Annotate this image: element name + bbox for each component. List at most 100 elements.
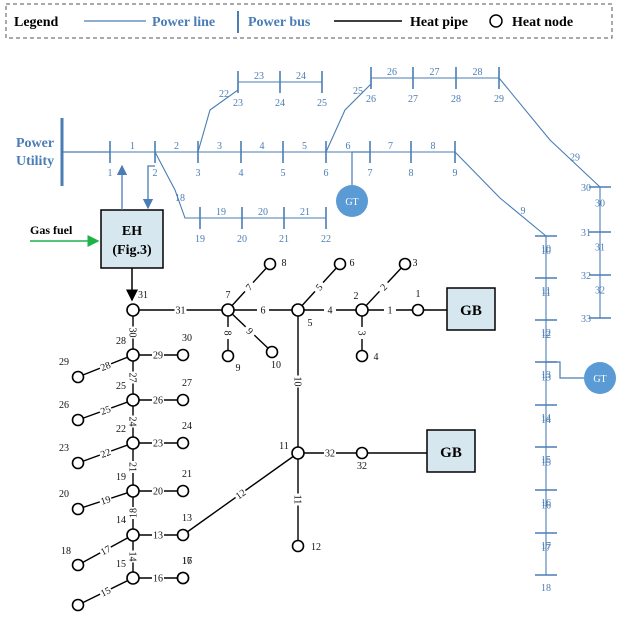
heat-node-15 [126, 571, 140, 585]
power-bus-label: 2 [153, 168, 158, 179]
heat-node-label: 4 [374, 352, 379, 363]
legend-power-line-label: Power line [152, 15, 215, 30]
power-line-label: 6 [346, 141, 351, 152]
heat-pipe-label: 5 [314, 282, 325, 293]
heat-pipe-label-bg [97, 358, 113, 373]
heat-node-9 [221, 349, 235, 363]
heat-pipe-label: 3 [356, 331, 367, 336]
heat-node-label: 11 [279, 441, 289, 452]
gb1-box [446, 287, 496, 331]
heat-pipe-label-bg [310, 278, 327, 295]
power-line-label: 4 [260, 141, 265, 152]
gt1-circle [336, 185, 368, 217]
power-bus-label: 19 [195, 234, 205, 245]
heat-pipe-label: 26 [153, 396, 163, 407]
heat-pipe-label-bg [152, 529, 164, 540]
power-bus-label: 18 [541, 583, 551, 594]
gas-fuel-label: Gas fuel [30, 223, 73, 237]
power-bus-label: 9 [453, 168, 458, 179]
power-bus-label: 11 [541, 286, 551, 297]
heat-pipe-label: 16 [153, 574, 163, 585]
heat-pipe-label: 23 [153, 439, 163, 450]
heat-pipe-label-bg [232, 485, 249, 502]
heat-node-label: 10 [271, 360, 281, 371]
heat-pipe-label: 6 [261, 306, 266, 317]
heat-pipe-label: 11 [292, 495, 303, 505]
power-line-label: 23 [254, 71, 264, 82]
heat-pipe-label: 9 [244, 326, 255, 337]
power-bus-label: 20 [237, 234, 247, 245]
power-line-label: 14 [541, 415, 551, 426]
heat-node-label: 6 [350, 258, 355, 269]
gt1-label: GT [345, 197, 358, 208]
power-bus-label: 24 [275, 98, 285, 109]
power-bus-label: 28 [451, 94, 461, 105]
heat-node-14 [126, 528, 140, 542]
legend-heat-pipe-label: Heat pipe [410, 15, 468, 30]
heat-pipe-label-bg [357, 327, 368, 339]
power-line-label: 10 [541, 246, 551, 257]
heat-node-label: 17 [182, 556, 192, 567]
heat-pipe-label-bg [128, 550, 139, 563]
heat-node-label: 32 [357, 461, 367, 472]
heat-pipe-label-bg [127, 507, 138, 519]
heat-pipe-label: 15 [99, 585, 113, 599]
heat-pipe-label-bg [293, 375, 304, 388]
heat-node-27 [176, 393, 190, 407]
power-line-label: 19 [216, 207, 226, 218]
legend-power-bus-label: Power bus [248, 15, 311, 30]
power-bus-label: 33 [581, 314, 591, 325]
heat-pipe-label: 30 [127, 328, 138, 338]
gas-turbine-2: GT [546, 361, 616, 394]
heat-pipe-label: 32 [325, 449, 335, 460]
heat-pipe-label: 21 [127, 462, 138, 472]
heat-node-22 [126, 436, 140, 450]
eh-box [100, 209, 164, 269]
legend: Legend Power line Power bus Heat pipe He… [5, 3, 613, 39]
heat-node-label: 20 [59, 489, 69, 500]
power-line-29 [498, 77, 601, 188]
heat-node-label: 28 [116, 336, 126, 347]
gas-boiler-2: GB [362, 429, 476, 473]
power-line-label: 18 [175, 193, 185, 204]
heat-pipe-label-bg [375, 278, 392, 295]
heat-pipe-label: 13 [153, 531, 163, 542]
heat-node-label: 9 [236, 363, 241, 374]
power-line-label: 22 [219, 89, 229, 100]
heat-pipe-label-bg [152, 485, 164, 496]
heat-pipe-label: 1 [388, 306, 393, 317]
heat-node-label: 24 [182, 421, 192, 432]
power-line-label: 16 [541, 501, 551, 512]
heat-pipe-label: 2 [379, 282, 390, 293]
power-bus-label: 1 [108, 168, 113, 179]
heat-pipe-label-bg [128, 371, 139, 384]
heat-node-6 [333, 257, 347, 271]
heat-node-label: 26 [59, 400, 69, 411]
heat-pipe-label: 17 [99, 544, 113, 558]
power-line-label: 28 [473, 67, 483, 78]
gas-boiler-1: GB [418, 287, 496, 331]
heat-node-21 [176, 484, 190, 498]
heat-node-label: 19 [116, 472, 126, 483]
power-bus-label: 4 [239, 168, 244, 179]
heat-pipe-label-bg [97, 583, 114, 599]
power-bus-label: 30 [581, 183, 591, 194]
power-bus-label: 3 [196, 168, 201, 179]
power-line-label: 30 [595, 199, 605, 210]
heat-node-32 [355, 446, 369, 460]
power-line-label: 9 [521, 206, 526, 217]
heat-node-3 [398, 257, 412, 271]
heat-node-30 [176, 348, 190, 362]
heat-pipe-label: 14 [127, 552, 138, 562]
gb1-label: GB [460, 303, 482, 319]
heat-node-label: 29 [59, 357, 69, 368]
heat-node-label: 7 [226, 290, 231, 301]
heat-pipe-label-bg [384, 304, 396, 315]
heat-node-label: 1 [416, 289, 421, 300]
heat-node-label: 27 [182, 378, 192, 389]
gb2-box [426, 429, 476, 473]
power-utility: Power Utility [16, 118, 110, 186]
power-bus-label: 22 [321, 234, 331, 245]
